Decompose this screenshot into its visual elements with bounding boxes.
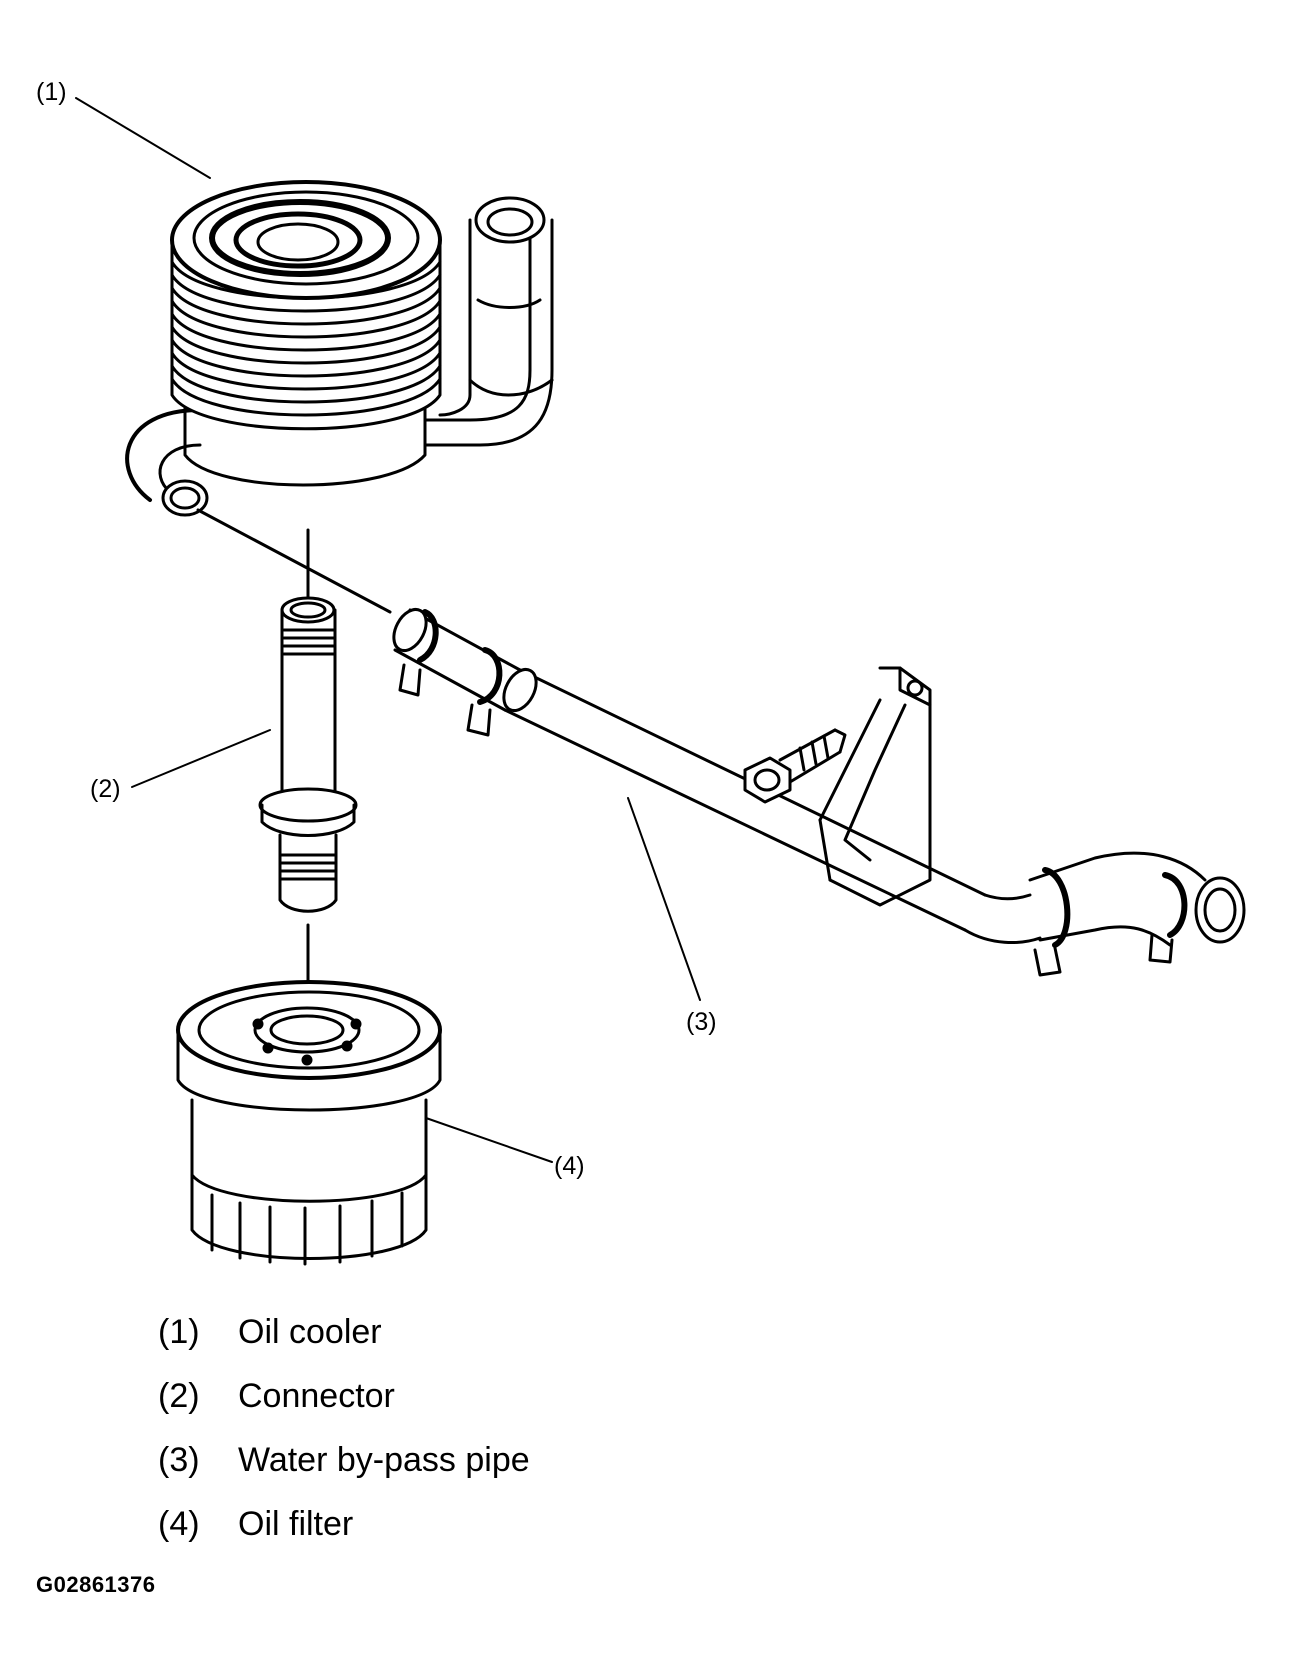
legend-label: Oil filter (238, 1504, 354, 1543)
leader-lines (75, 97, 701, 1163)
legend-number: (3) (158, 1440, 200, 1479)
legend-label: Water by-pass pipe (238, 1440, 530, 1479)
callout-1: (1) (36, 78, 67, 106)
legend-item: (1) Oil cooler (158, 1300, 530, 1364)
callout-2: (2) (90, 775, 121, 803)
callout-3: (3) (686, 1008, 717, 1036)
parts-legend: (1) Oil cooler (2) Connector (3) Water b… (158, 1300, 530, 1556)
legend-number: (4) (158, 1504, 200, 1543)
figure-id: G02861376 (36, 1572, 156, 1597)
legend-item: (2) Connector (158, 1364, 530, 1428)
legend-number: (2) (158, 1376, 200, 1415)
legend-number: (1) (158, 1312, 200, 1351)
connector-part (258, 528, 358, 1022)
legend-label: Oil cooler (238, 1312, 382, 1351)
oil-filter-part (176, 980, 442, 1266)
oil-cooler-part (125, 180, 554, 517)
legend-item: (4) Oil filter (158, 1492, 530, 1556)
legend-label: Connector (238, 1376, 395, 1415)
legend-item: (3) Water by-pass pipe (158, 1428, 530, 1492)
water-bypass-pipe-part (196, 508, 1246, 977)
callout-4: (4) (554, 1152, 585, 1180)
